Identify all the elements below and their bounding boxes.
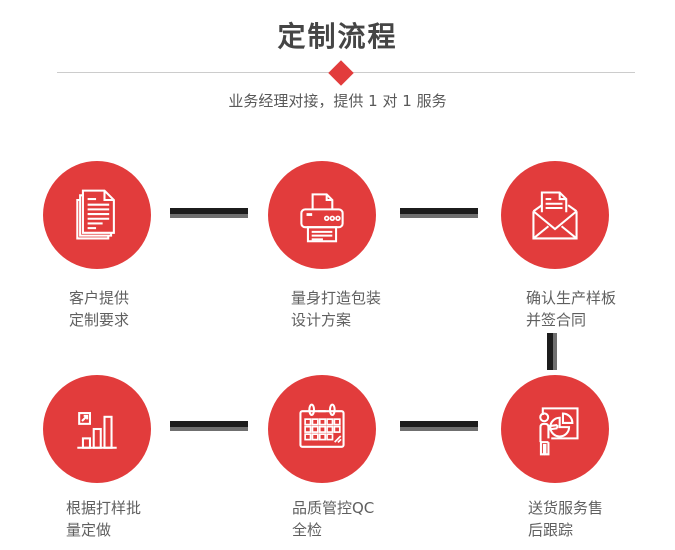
connector-step4-step5 bbox=[170, 421, 248, 431]
step-2-label-line2: 设计方案 bbox=[291, 311, 352, 329]
step-2-circle bbox=[268, 161, 376, 269]
step-6-label-line2: 后跟踪 bbox=[528, 521, 574, 539]
step-6-label: 送货服务售 后跟踪 bbox=[528, 497, 603, 541]
step-6-label-line1: 送货服务售 bbox=[528, 499, 604, 517]
presentation-icon bbox=[539, 407, 579, 456]
connector-step5-step6 bbox=[400, 421, 478, 431]
step-3-label-line2: 并签合同 bbox=[526, 311, 587, 329]
step-4-label-line2: 量定做 bbox=[66, 521, 112, 539]
step-5-label-line1: 品质管控QC bbox=[292, 499, 375, 517]
step-3-circle bbox=[501, 161, 609, 269]
step-2-label-line1: 量身打造包装 bbox=[291, 289, 382, 307]
step-1-circle bbox=[43, 161, 151, 269]
bar-chart-icon bbox=[77, 412, 117, 449]
step-3-label: 确认生产样板 并签合同 bbox=[526, 287, 616, 331]
step-1-label: 客户提供 定制要求 bbox=[69, 287, 129, 331]
connector-step1-step2 bbox=[170, 208, 248, 218]
page-title: 定制流程 bbox=[277, 20, 398, 53]
connector-step2-step3 bbox=[400, 208, 478, 218]
step-4-label-line1: 根据打样批 bbox=[66, 499, 142, 517]
diamond-marker bbox=[328, 60, 354, 86]
step-3-label-line1: 确认生产样板 bbox=[526, 289, 617, 307]
page-subtitle: 业务经理对接，提供 1 对 1 服务 bbox=[228, 92, 447, 110]
step-5-label: 品质管控QC 全检 bbox=[292, 497, 374, 541]
step-1-label-line2: 定制要求 bbox=[69, 311, 130, 329]
step-2-label: 量身打造包装 设计方案 bbox=[291, 287, 381, 331]
step-5-circle bbox=[268, 375, 376, 483]
step-1-label-line1: 客户提供 bbox=[69, 289, 130, 307]
step-5-label-line2: 全检 bbox=[292, 521, 323, 539]
step-4-label: 根据打样批 量定做 bbox=[66, 497, 141, 541]
step-6-circle bbox=[501, 375, 609, 483]
step-4-circle bbox=[43, 375, 151, 483]
envelope-icon bbox=[532, 191, 578, 240]
calendar-icon bbox=[299, 403, 345, 448]
documents-icon bbox=[76, 189, 115, 240]
printer-icon bbox=[300, 193, 344, 243]
connector-step3-step6 bbox=[547, 333, 557, 370]
